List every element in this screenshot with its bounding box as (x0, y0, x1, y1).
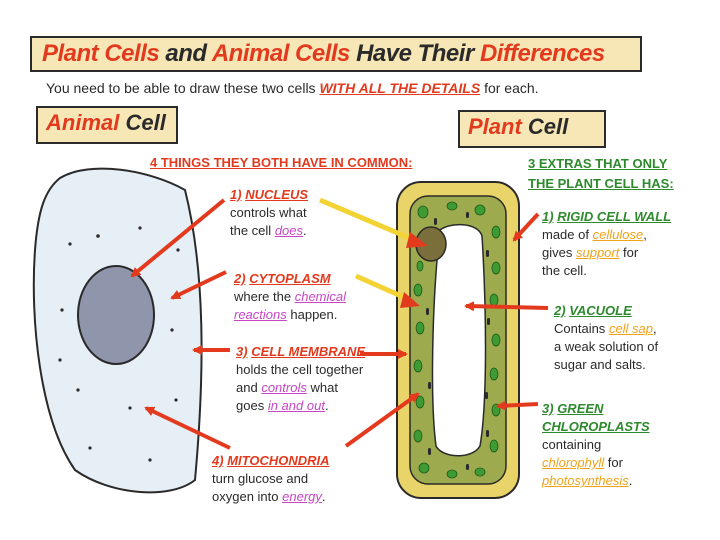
common-item-nucleus: 1) NUCLEUS controls what the cell does. (230, 186, 308, 240)
arrow-wall-plant (512, 212, 540, 242)
page-title: Plant Cells and Animal Cells Have Their … (42, 40, 605, 68)
title-part-1: Plant Cells (42, 40, 160, 67)
nucleus-num: 1) (230, 187, 242, 202)
vacuole-line3: sugar and salts. (554, 357, 646, 372)
chloro-line2k: chlorophyll (542, 455, 605, 470)
animal-label-a: Animal (46, 110, 120, 135)
cytoplasm-line2k: reactions (234, 307, 287, 322)
arrow-cytoplasm-plant-shaft (354, 273, 412, 303)
extra-item-chloroplasts: 3) GREEN CHLOROPLASTS containing chlorop… (542, 400, 650, 490)
extras-heading: 3 EXTRAS THAT ONLY THE PLANT CELL HAS: (528, 154, 674, 194)
wall-num: 1) (542, 209, 554, 224)
chloro-line3b: . (628, 473, 633, 488)
title-part-5: Differences (479, 40, 605, 67)
title-part-4: Have Their (356, 40, 474, 67)
extra-item-cell-wall: 1) RIGID CELL WALL made of cellulose, gi… (542, 208, 671, 280)
mito-title: MITOCHONDRIA (227, 453, 330, 468)
arrows (130, 198, 549, 450)
mito-num: 4) (212, 453, 224, 468)
cytoplasm-num: 2) (234, 271, 246, 286)
chloro-title: GREEN (557, 401, 604, 416)
mito-line2a: oxygen into (212, 489, 279, 504)
wall-line1b: , (643, 227, 647, 242)
arrow-cytoplasm-plant-head (400, 292, 420, 308)
yellow-arrow-heads (400, 232, 428, 308)
title-part-2: and (165, 40, 207, 67)
wall-line1a: made of (542, 227, 589, 242)
wall-title: RIGID CELL WALL (557, 209, 672, 224)
wall-line3: the cell. (542, 263, 587, 278)
cytoplasm-line1a: where the (234, 289, 292, 304)
membrane-line2a: and (236, 380, 258, 395)
cytoplasm-line1k: chemical (294, 289, 347, 304)
cytoplasm-title: CYTOPLASM (249, 271, 331, 286)
cytoplasm-line2b: happen. (290, 307, 338, 322)
extras-heading-line1: 3 EXTRAS THAT ONLY (528, 156, 668, 171)
arrow-mito-animal (144, 406, 231, 450)
title-banner (30, 36, 642, 72)
chloro-num: 3) (542, 401, 554, 416)
common-heading: 4 THINGS THEY BOTH HAVE IN COMMON: (150, 155, 413, 170)
vacuole-title: VACUOLE (569, 303, 632, 318)
membrane-line2k: controls (261, 380, 307, 395)
arrow-cytoplasm-animal (170, 270, 227, 300)
plant-label-a: Plant (468, 114, 522, 139)
nucleus-line2k: does (274, 223, 304, 238)
membrane-line3a: goes (236, 398, 265, 413)
mito-line1: turn glucose and (212, 471, 309, 486)
subtitle-highlight: WITH ALL THE DETAILS (319, 80, 481, 96)
animal-mitochondria (58, 226, 180, 462)
plant-mitochondria (426, 212, 490, 470)
arrow-nucleus-plant-head (406, 232, 428, 248)
membrane-title: CELL MEMBRANE (251, 344, 366, 359)
nucleus-title: NUCLEUS (245, 187, 309, 202)
membrane-line2b: what (310, 380, 338, 395)
wall-line2k: support (575, 245, 620, 260)
chloro-line1: containing (542, 437, 602, 452)
animal-label-b: Cell (125, 110, 166, 135)
arrow-nucleus-animal (130, 198, 226, 278)
plant-vacuole (431, 223, 487, 457)
membrane-num: 3) (236, 344, 248, 359)
extra-item-vacuole: 2) VACUOLE Contains cell sap, a weak sol… (554, 302, 658, 374)
vacuole-line1k: cell sap (608, 321, 654, 336)
arrow-chloroplast-plant (496, 400, 539, 411)
yellow-arrows (319, 197, 415, 303)
vacuole-num: 2) (554, 303, 566, 318)
plant-label-b: Cell (527, 114, 569, 139)
nucleus-line2b: . (303, 223, 307, 238)
vacuole-line1b: , (653, 321, 657, 336)
common-item-membrane: 3) CELL MEMBRANE holds the cell together… (236, 343, 365, 415)
mito-line2b: . (321, 489, 326, 504)
animal-cell-label: Animal Cell (36, 106, 178, 144)
membrane-line3b: . (324, 398, 329, 413)
membrane-line3k: in and out (267, 398, 325, 413)
chloro-title2: CHLOROPLASTS (542, 419, 650, 434)
vacuole-line1a: Contains (554, 321, 606, 336)
mito-line2k: energy (282, 489, 322, 504)
wall-line2b: for (622, 245, 639, 260)
extras-heading-line2: THE PLANT CELL HAS: (528, 176, 674, 191)
plant-chloroplasts (413, 201, 501, 479)
arrow-mito-plant (344, 392, 420, 448)
arrow-nucleus-plant-shaft (319, 197, 415, 243)
vacuole-line2: a weak solution of (554, 339, 659, 354)
subtitle-post: for each. (484, 80, 539, 96)
plant-cell-label: Plant Cell (458, 110, 606, 148)
nucleus-line2a: the cell (230, 223, 272, 238)
common-item-cytoplasm: 2) CYTOPLASM where the chemical reaction… (234, 270, 346, 324)
chloro-line3k: photosynthesis (542, 473, 629, 488)
arrow-vacuole-plant (464, 301, 549, 312)
title-part-3: Animal Cells (211, 40, 351, 67)
membrane-line1: holds the cell together (236, 362, 364, 377)
chloro-line2b: for (607, 455, 623, 470)
wall-line1k: cellulose (592, 227, 644, 242)
subtitle: You need to be able to draw these two ce… (46, 80, 539, 96)
wall-line2a: gives (542, 245, 573, 260)
subtitle-pre: You need to be able to draw these two ce… (46, 80, 316, 96)
common-item-mitochondria: 4) MITOCHONDRIA turn glucose and oxygen … (212, 452, 330, 506)
nucleus-line1: controls what (230, 205, 307, 220)
animal-nucleus (77, 265, 155, 365)
